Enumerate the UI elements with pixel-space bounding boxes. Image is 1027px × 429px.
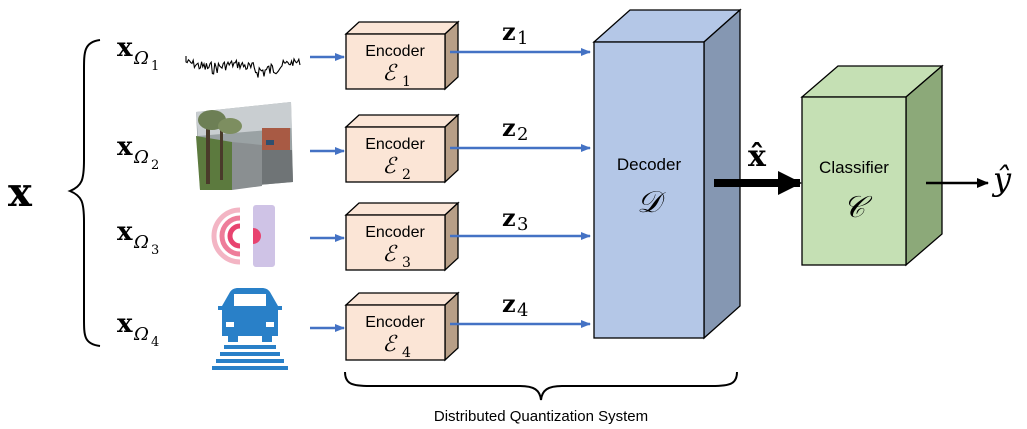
latent-label-4: z 4: [502, 289, 528, 321]
svg-text:Classifier: Classifier: [819, 158, 889, 177]
svg-text:ℰ: ℰ: [382, 154, 398, 179]
encoder-1: Encoder ℰ 1: [344, 20, 460, 91]
waveform-trace: [185, 56, 301, 78]
svg-text:x: x: [117, 309, 133, 339]
svg-text:2: 2: [402, 167, 411, 183]
svg-text:x: x: [117, 217, 133, 247]
svg-text:Ω: Ω: [133, 147, 149, 168]
svg-text:ℰ: ℰ: [382, 61, 398, 86]
svg-text:2: 2: [517, 124, 528, 145]
encoder-3: Encoder ℰ 3: [344, 201, 460, 272]
svg-text:3: 3: [151, 243, 159, 258]
svg-text:z: z: [502, 113, 516, 142]
latent-label-3: z 3: [502, 203, 528, 235]
street-photo-icon: [196, 102, 293, 190]
svg-text:Ω: Ω: [133, 48, 149, 69]
encoders-brace: [344, 371, 738, 401]
svg-text:z: z: [502, 203, 516, 232]
encoder-2: Encoder ℰ 2: [344, 113, 460, 184]
svg-text:Encoder: Encoder: [365, 224, 425, 241]
reconstruction-label: x̂: [748, 139, 767, 174]
output-label: ŷ: [991, 160, 1012, 198]
svg-text:1: 1: [517, 28, 528, 49]
svg-text:3: 3: [517, 214, 528, 235]
svg-text:ℰ: ℰ: [382, 242, 398, 267]
decoder-block: Decoder 𝒟: [592, 8, 742, 340]
svg-text:4: 4: [151, 335, 159, 350]
svg-text:3: 3: [402, 255, 411, 271]
branch-label-2: x Ω 2: [117, 132, 159, 173]
svg-text:x: x: [117, 33, 133, 63]
input-brace: [67, 39, 101, 347]
svg-text:2: 2: [151, 158, 159, 173]
svg-text:z: z: [502, 289, 516, 318]
svg-text:Decoder: Decoder: [617, 155, 682, 174]
svg-text:Ω: Ω: [133, 232, 149, 253]
svg-text:Encoder: Encoder: [365, 314, 425, 331]
svg-text:1: 1: [402, 74, 411, 90]
svg-text:Encoder: Encoder: [365, 136, 425, 153]
branch-label-4: x Ω 4: [117, 309, 159, 350]
svg-text:Encoder: Encoder: [365, 43, 425, 60]
svg-text:1: 1: [151, 59, 159, 74]
latent-label-2: z 2: [502, 113, 528, 145]
svg-text:z: z: [502, 17, 516, 46]
input-symbol: x: [8, 169, 33, 216]
branch-label-3: x Ω 3: [117, 217, 159, 258]
svg-text:x: x: [117, 132, 133, 162]
encoder-4: Encoder ℰ 4: [344, 291, 460, 362]
audio-waveform-icon: [185, 56, 301, 78]
svg-text:4: 4: [517, 300, 528, 321]
car-lidar-icon: [212, 288, 288, 370]
classifier-block: Classifier 𝒞: [800, 64, 944, 267]
svg-text:ℰ: ℰ: [382, 332, 398, 357]
branch-label-1: x Ω 1: [117, 33, 159, 74]
latent-label-1: z 1: [502, 17, 528, 49]
svg-text:4: 4: [402, 345, 411, 361]
svg-text:Ω: Ω: [133, 324, 149, 345]
radar-sensor-icon: [211, 205, 275, 267]
group-label: Distributed Quantization System: [434, 408, 648, 425]
